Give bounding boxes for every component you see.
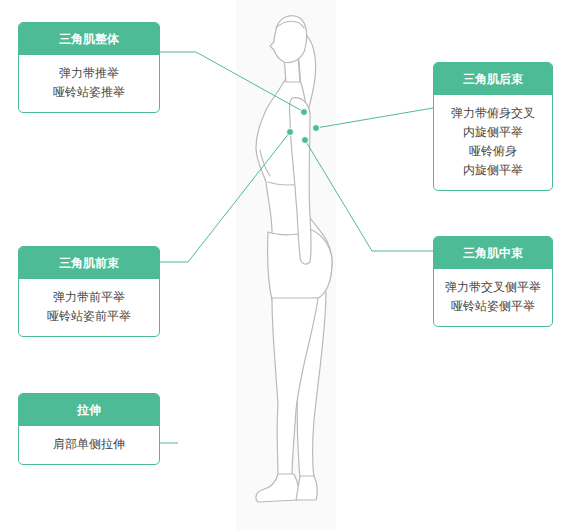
exercise-list: 弹力带前平举 哑铃站姿前平举 [19, 279, 159, 336]
muscle-dot [287, 129, 294, 136]
muscle-dot [313, 125, 320, 132]
leader-line [160, 443, 178, 444]
front-leg [272, 298, 318, 478]
box-heading: 三角肌后束 [434, 63, 552, 95]
exercise-list: 弹力带俯身交叉 内旋侧平举 哑铃俯身 内旋侧平举 [434, 95, 552, 190]
exercise-box: 三角肌前束弹力带前平举 哑铃站姿前平举 [18, 246, 160, 337]
box-heading: 三角肌中束 [434, 237, 552, 269]
chest-line [260, 150, 270, 176]
head [270, 16, 307, 63]
leader-line [316, 108, 433, 128]
hairline [276, 21, 304, 28]
leader-line [305, 140, 433, 251]
leader-line [160, 132, 290, 262]
exercise-list: 弹力带推举 哑铃站姿推举 [19, 55, 159, 112]
exercise-box: 三角肌整体弹力带推举 哑铃站姿推举 [18, 22, 160, 113]
exercise-list: 肩部单侧拉伸 [19, 426, 159, 464]
arm [289, 98, 311, 264]
muscle-dot [301, 109, 308, 116]
muscle-dot [302, 137, 309, 144]
shoe [296, 476, 317, 500]
leader-line [160, 52, 304, 112]
exercise-box: 三角肌中束弹力带交叉侧平举 哑铃站姿侧平举 [433, 236, 553, 327]
exercise-box: 三角肌后束弹力带俯身交叉 内旋侧平举 哑铃俯身 内旋侧平举 [433, 62, 553, 191]
shoe [256, 474, 299, 502]
box-heading: 拉伸 [19, 394, 159, 426]
figure-backdrop [236, 0, 336, 530]
exercise-box: 拉伸肩部单侧拉伸 [18, 393, 160, 465]
exercise-list: 弹力带交叉侧平举 哑铃站姿侧平举 [434, 269, 552, 326]
box-heading: 三角肌整体 [19, 23, 159, 55]
box-heading: 三角肌前束 [19, 247, 159, 279]
